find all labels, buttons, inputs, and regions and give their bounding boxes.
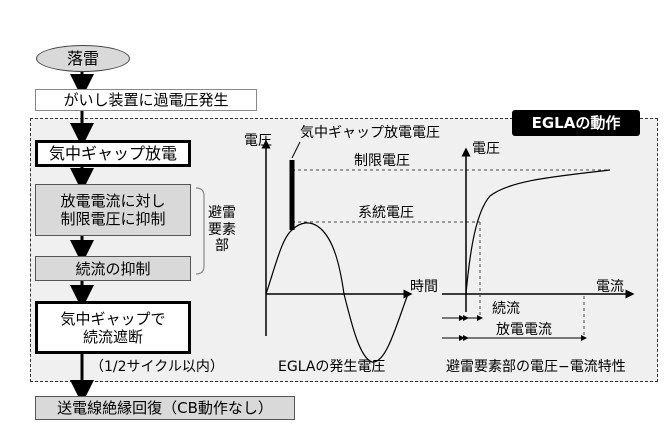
panel-title: EGLAの動作 bbox=[512, 110, 640, 136]
left-graph-caption: EGLAの発生電圧 bbox=[278, 359, 386, 375]
half-cycle-note: （1/2サイクル以内） bbox=[90, 359, 224, 375]
limit-voltage-label: 制限電圧 bbox=[354, 153, 410, 169]
insulator-overvoltage-box: がいし装置に過電圧発生 bbox=[35, 89, 257, 111]
system-voltage-label: 系統電圧 bbox=[358, 205, 414, 221]
right-graph-ylabel: 電圧 bbox=[472, 141, 500, 157]
lightning-strike-node: 落雷 bbox=[36, 45, 130, 72]
step-follow-current-suppression: 続流の抑制 bbox=[35, 256, 191, 281]
step-gap-discharge: 気中ギャップ放電 bbox=[35, 140, 191, 167]
line-insulation-recovery-box: 送電線絶縁回復（CB動作なし） bbox=[35, 396, 295, 420]
right-graph-caption: 避雷要素部の電圧−電流特性 bbox=[446, 359, 626, 375]
gap-discharge-voltage-label: 気中ギャップ放電電圧 bbox=[300, 125, 440, 141]
left-graph-ylabel: 電圧 bbox=[244, 133, 272, 149]
step-gap-interruption: 気中ギャップで 続流遮断 bbox=[35, 301, 191, 354]
right-graph-xlabel: 電流 bbox=[596, 279, 624, 295]
step-limit-voltage: 放電電流に対し 制限電圧に抑制 bbox=[35, 184, 191, 236]
left-graph-xlabel: 時間 bbox=[410, 279, 438, 295]
vi-characteristic-curve bbox=[465, 169, 611, 295]
arrester-bracket bbox=[195, 187, 205, 275]
gap-annotation-leader bbox=[291, 141, 301, 159]
follow-current-label: 続流 bbox=[492, 301, 520, 317]
voltage-waveform bbox=[265, 222, 409, 363]
arrester-element-label: 避雷 要素部 bbox=[208, 204, 236, 255]
discharge-current-label: 放電電流 bbox=[496, 322, 552, 338]
